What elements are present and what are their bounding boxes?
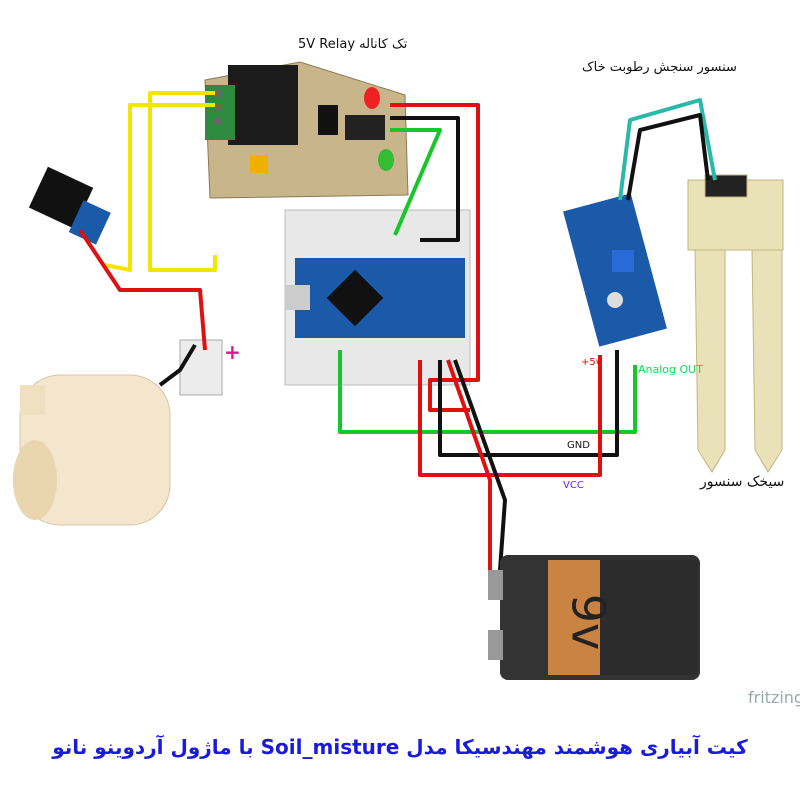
gnd-label: GND (567, 440, 590, 451)
plus5v-label: +5v (581, 357, 602, 368)
soil-probe (687, 174, 784, 473)
wire-black-pump (158, 343, 197, 387)
probe-label: سیخک سنسور (700, 474, 785, 490)
battery-label: 9v (561, 593, 616, 651)
terminal-block (179, 339, 223, 396)
wire-yellow-2 (104, 103, 215, 272)
wire-black-relay (390, 116, 460, 242)
wire-battery-black (453, 359, 507, 571)
sensor-label: سنسور سنجش رطوبت خاک (582, 60, 737, 75)
dc-jack (28, 166, 111, 245)
fritzing-watermark: fritzing (748, 688, 800, 707)
wire-teal (618, 98, 717, 201)
vcc-label: VCC (563, 480, 584, 491)
wire-black-gnd (438, 350, 619, 457)
battery-9v (488, 555, 700, 680)
wire-black-probe (626, 113, 710, 201)
wire-red-jack (78, 228, 207, 351)
analog-out-label: Analog OUT (638, 363, 703, 376)
diagram-title: کیت آبیاری هوشمند مهندسیکا مدل Soil_mist… (52, 735, 748, 759)
breadboard (284, 209, 471, 386)
wire-green-relay (390, 128, 442, 236)
wire-red-vcc (418, 355, 602, 477)
relay-module (204, 61, 409, 199)
wire-yellow-1 (148, 91, 217, 272)
sensor-module (563, 193, 667, 347)
water-pump (13, 374, 171, 526)
relay-label: 5V Relay تک کاناله (298, 37, 408, 52)
plus-label: + (224, 340, 241, 364)
wire-battery-red (446, 359, 492, 570)
wire-green-analog (338, 350, 637, 434)
